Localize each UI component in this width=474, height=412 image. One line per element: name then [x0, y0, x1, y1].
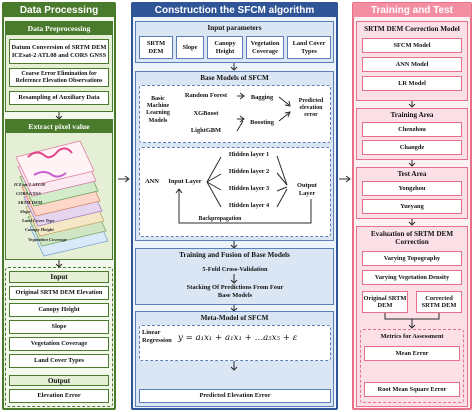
input-output-dashed — [5, 267, 113, 407]
param-slope: Slope — [176, 36, 204, 59]
ann-label: ANN — [145, 178, 159, 185]
metric-rmse: Root Mean Square Error — [364, 382, 460, 397]
arrow-params-to-base — [230, 63, 238, 71]
layer-label-landcover: Land Cover Type — [22, 218, 55, 223]
input-layer-label: Input Layer — [168, 178, 202, 185]
layer-label-slope: Slope — [20, 209, 31, 214]
test-area-yueyang: Yueyang — [362, 199, 462, 214]
hidden-layer-1: Hidden layer 1 — [228, 151, 270, 158]
correction-model-title: SRTM DEM Correction Model — [364, 24, 460, 33]
arrow-cv-to-stacking — [230, 274, 238, 284]
arrow-left-to-middle — [118, 175, 130, 183]
output-layer-label: Output Layer — [297, 182, 317, 197]
param-canopy: Canopy Height — [207, 36, 243, 59]
layer-label-vegetation: Vegetation Coverage — [28, 237, 67, 242]
predicted-error-label: Predicted elevation error — [298, 98, 324, 119]
predicted-elevation-error-box: Predicted Elevation Error — [139, 389, 331, 403]
evaluation-title: Evaluation of SRTM DEM Correction — [370, 229, 454, 246]
ml-models-dashed — [139, 85, 331, 143]
ann-model-item: ANN Model — [362, 57, 462, 72]
arrow-meta-to-output — [230, 361, 238, 371]
arrow-model-to-training-area — [408, 101, 416, 108]
preprocess-item-resampling: Resampling of Auxiliary Data — [9, 91, 109, 105]
param-landcover: Land Cover Types — [287, 36, 331, 59]
eval-merge-arrows — [384, 313, 440, 329]
metrics-title: Metrics for Assessment — [380, 333, 444, 340]
input-params-title: Input parameters — [207, 23, 262, 32]
input-item-slope: Slope — [9, 320, 109, 334]
output-title: Output — [9, 375, 109, 386]
sfcm-model-item: SFCM Model — [362, 38, 462, 53]
metrics-dashed — [360, 329, 464, 403]
test-area-yongzhou: Yongzhou — [362, 181, 462, 196]
extract-title: Extract pixel value — [6, 120, 112, 133]
eval-varying-topography: Varying Topography — [362, 251, 462, 266]
preprocess-item-datum: Datum Conversion of SRTM DEM ICEsat-2 AT… — [9, 39, 109, 64]
model-lightgbm: LightGBM — [190, 127, 222, 134]
metric-mean-error: Mean Error — [364, 346, 460, 361]
boosting-label: Boosting — [250, 119, 274, 126]
stacking-label: Stacking Of Predictions From Four Base M… — [186, 284, 284, 299]
ml-group-label: Basic Machine Learning Models — [146, 96, 170, 124]
meta-title: Meta-Model of SFCM — [200, 313, 269, 322]
ml-arrows — [236, 92, 291, 132]
layer-label-canopy: Canopy Height — [25, 227, 54, 232]
input-item-canopy: Canopy Height — [9, 303, 109, 317]
linear-regression-label: Linear Regression — [142, 329, 172, 344]
training-area-chenzhou: Chenzhou — [362, 122, 462, 137]
arrow-training-to-test-area — [408, 160, 416, 167]
model-xgboost: XGBoost — [193, 110, 219, 117]
param-vegetation: Vegetation Coverage — [246, 36, 284, 59]
lr-model-item: LR Model — [362, 76, 462, 91]
meta-formula: y = a₁x₁ + a₁x₁ + …a₅x₅ + ε — [178, 333, 298, 343]
input-item-vegetation: Vegetation Coverage — [9, 337, 109, 351]
base-models-title: Base Models of SFCM — [200, 73, 269, 82]
eval-varying-vegetation: Varying Vegetation Density — [362, 270, 462, 285]
output-item-elevation-error: Elevation Error — [9, 389, 109, 403]
ann-arrows — [175, 155, 312, 224]
data-processing-header: Data Processing — [3, 3, 115, 17]
arrow-test-to-evaluation — [408, 219, 416, 226]
hidden-layer-3: Hidden layer 3 — [228, 185, 270, 192]
layer-label-cors: CORS GNSS — [16, 191, 41, 196]
input-item-landcover: Land Cover Types — [9, 354, 109, 368]
model-random-forest: Random Forest — [184, 92, 228, 99]
training-area-title: Training Area — [390, 110, 434, 119]
input-title: Input — [9, 271, 109, 283]
input-item-srtm-elevation: Original SRTM DEM Elevation — [9, 286, 109, 300]
hidden-layer-4: Hidden layer 4 — [228, 202, 270, 209]
map-layer-stack — [15, 140, 109, 257]
layer-label-srtm: SRTM DEM — [18, 200, 43, 205]
preprocessing-title: Data Preprocessing — [6, 22, 112, 35]
training-test-header: Training and Test — [353, 3, 471, 17]
preprocess-item-coarse: Coarse Error Elimination for Reference E… — [9, 68, 109, 87]
test-area-title: Test Area — [397, 169, 427, 178]
backprop-label: Backpropagation — [198, 216, 242, 222]
hidden-layer-2: Hidden layer 2 — [228, 168, 270, 175]
cv-label: 5-Fold Cross-Validation — [202, 266, 268, 273]
sfcm-header: Construction the SFCM algorithm — [132, 3, 337, 17]
training-title: Training and Fusion of Base Models — [179, 250, 290, 259]
bagging-label: Bagging — [250, 94, 274, 101]
arrow-middle-to-right — [339, 175, 351, 183]
original-srtm-box: Original SRTM DEM — [362, 291, 408, 313]
training-area-changde: Changde — [362, 140, 462, 155]
corrected-srtm-box: Corrected SRTM DEM — [416, 291, 462, 313]
param-srtm: SRTM DEM — [139, 36, 173, 59]
meta-dashed — [139, 325, 331, 361]
layer-label-icesat: ICEsat-2 ATL08 — [14, 182, 46, 187]
ann-dashed — [139, 147, 331, 237]
